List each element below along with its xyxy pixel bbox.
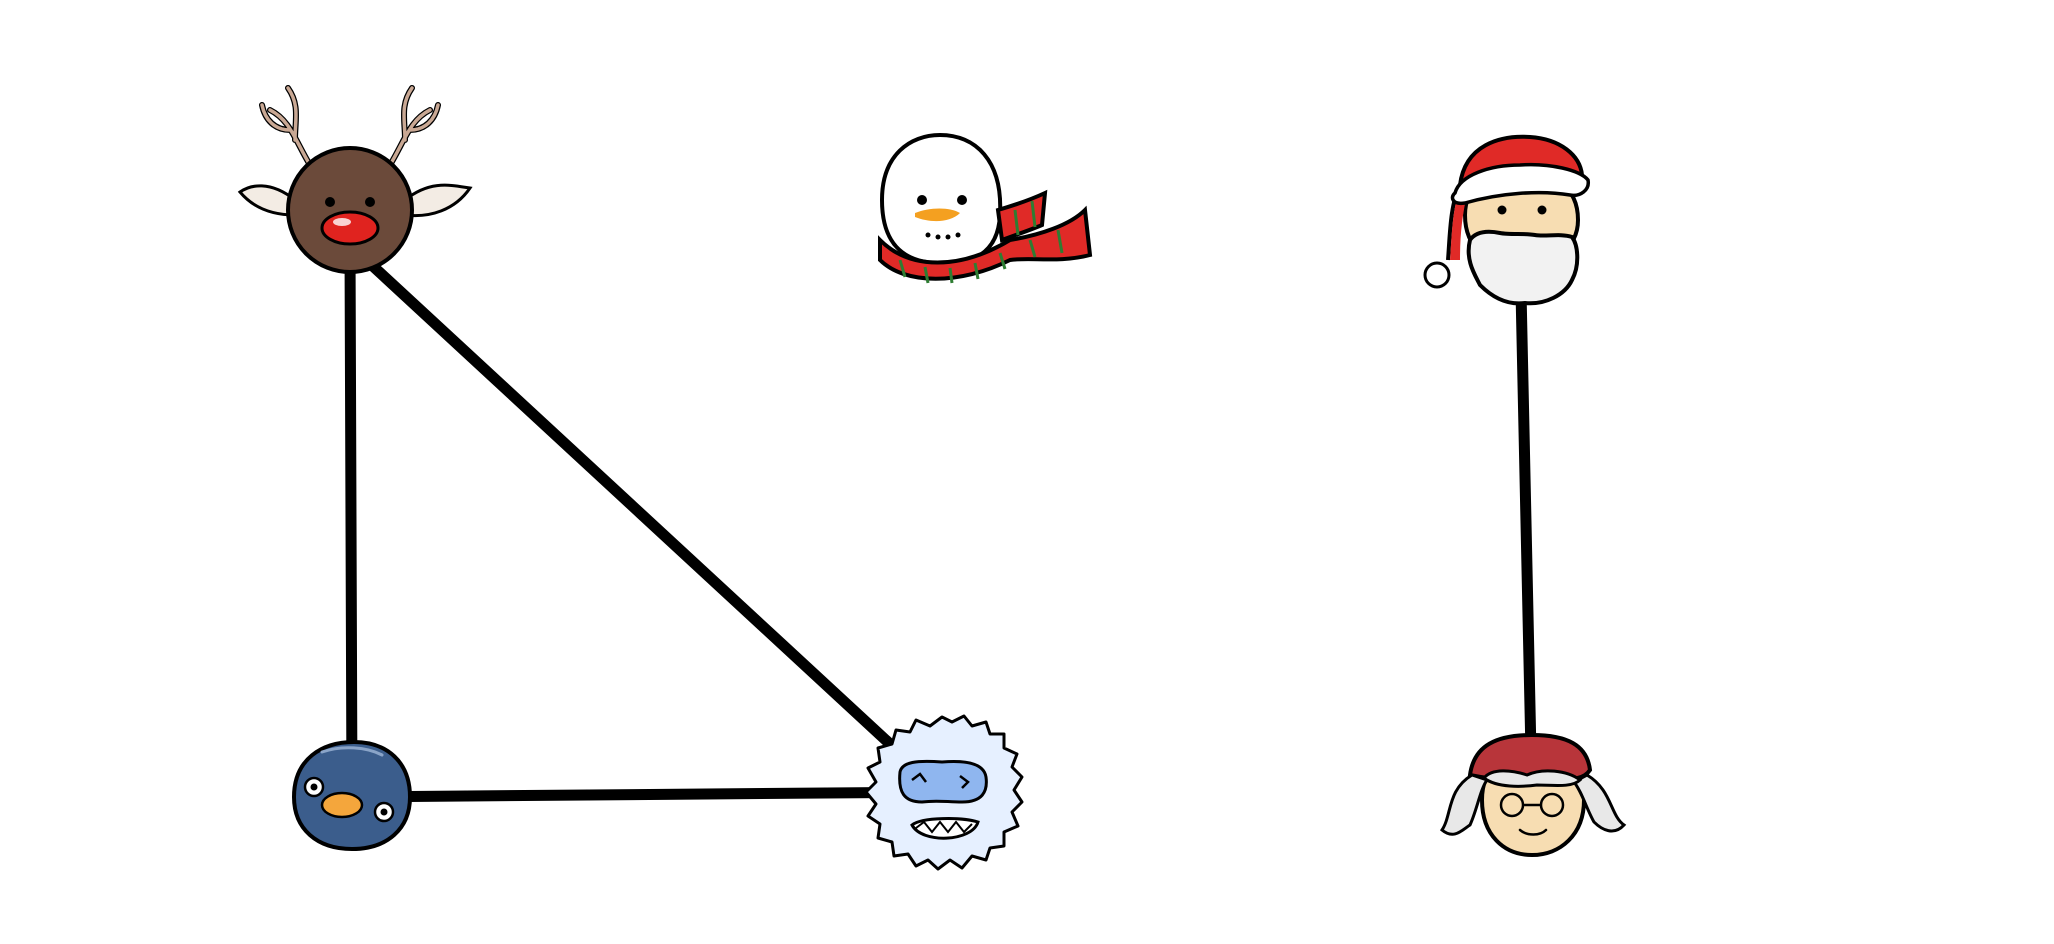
bangs xyxy=(1481,769,1583,788)
edge-reindeer-penguin xyxy=(344,239,358,803)
mrs-claus-icon[interactable] xyxy=(1440,732,1627,858)
red-scarf xyxy=(878,205,1093,281)
snowman-icon[interactable] xyxy=(878,132,1093,284)
yeti-face xyxy=(898,759,988,804)
left-pupil xyxy=(310,783,318,791)
left-eye xyxy=(911,772,927,783)
antler-fill xyxy=(260,86,440,167)
snowman-head xyxy=(879,132,1003,266)
red-nose xyxy=(320,210,380,246)
edge-reindeer-yeti xyxy=(344,239,948,798)
reindeer-icon[interactable] xyxy=(237,85,473,274)
edge-penguin-yeti xyxy=(346,786,948,803)
edge-santa-mrs-claus xyxy=(1514,239,1538,806)
beak xyxy=(320,791,364,819)
carrot-nose xyxy=(915,208,960,222)
right-ear xyxy=(403,183,473,218)
head-shine xyxy=(320,746,384,757)
right-eye xyxy=(1537,205,1547,215)
right-eye xyxy=(959,775,970,789)
left-eye xyxy=(325,197,335,207)
yeti-icon[interactable] xyxy=(864,714,1024,871)
smile xyxy=(1518,828,1548,836)
penguin-icon[interactable] xyxy=(291,739,413,852)
right-eye xyxy=(365,197,375,207)
hat-brim xyxy=(1450,162,1590,206)
glasses-icon xyxy=(1499,792,1565,818)
hat-pompom xyxy=(1423,261,1451,289)
left-ear xyxy=(237,184,297,217)
right-hair xyxy=(1571,773,1627,833)
reindeer-head xyxy=(286,146,414,274)
left-eye xyxy=(1497,205,1507,215)
santa-claus-icon[interactable] xyxy=(1423,134,1590,306)
edges xyxy=(344,239,1538,806)
left-hair xyxy=(1440,773,1490,836)
right-pupil xyxy=(380,808,388,816)
left-eye xyxy=(917,195,927,205)
santa-beard xyxy=(1466,229,1580,306)
yeti-teeth xyxy=(915,820,973,834)
scarf-stripes xyxy=(898,200,1064,284)
coal-mouth xyxy=(925,232,961,240)
nose-shine xyxy=(333,218,351,226)
right-eye xyxy=(957,195,967,205)
